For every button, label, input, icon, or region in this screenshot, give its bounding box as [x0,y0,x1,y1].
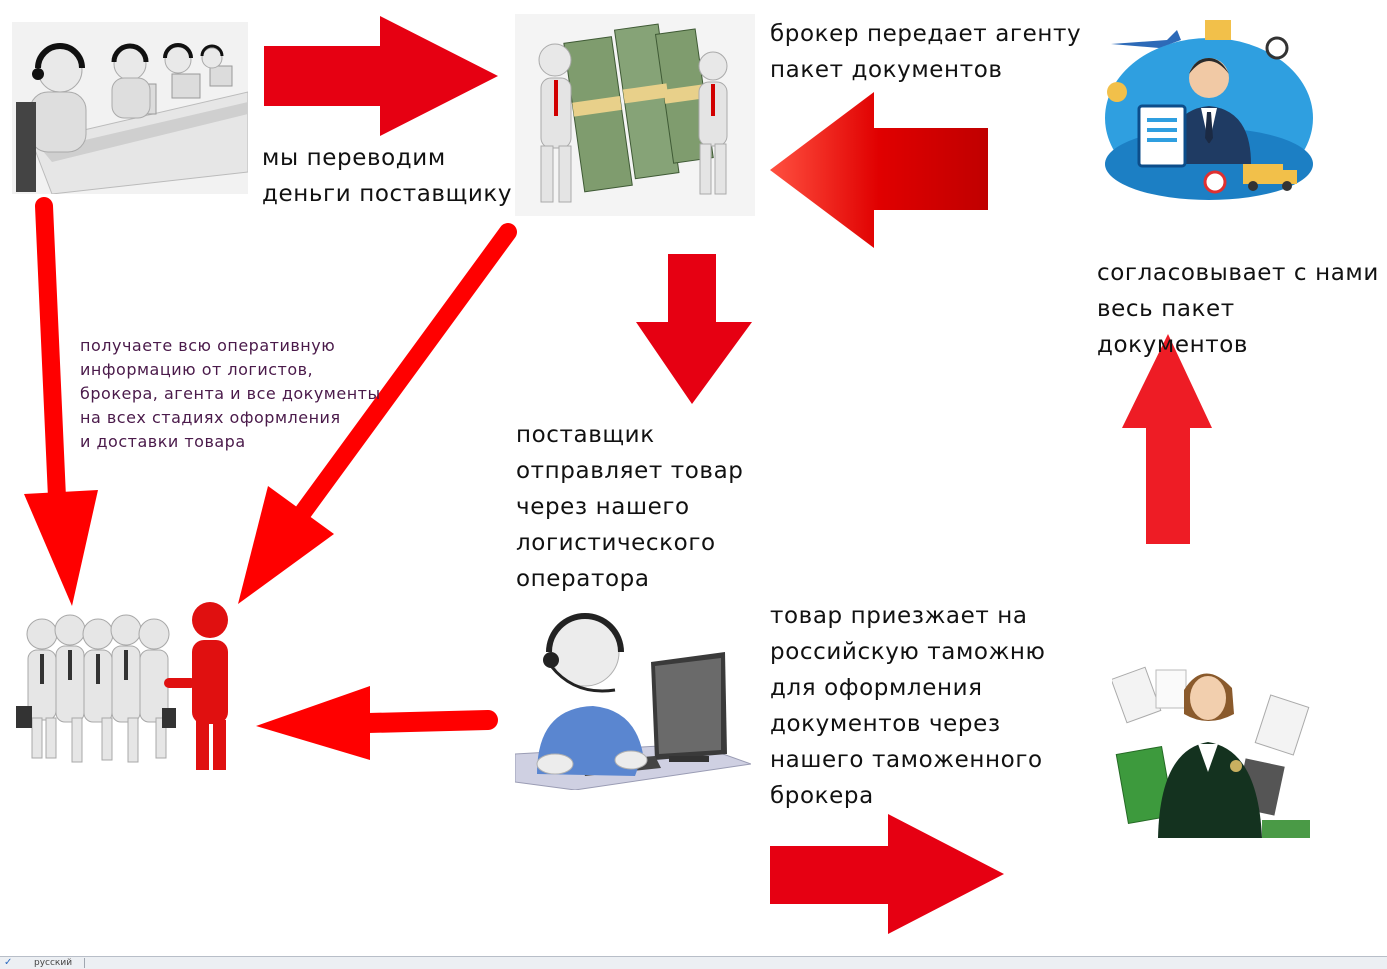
client-team-icon [12,598,252,774]
arrow-money-to-client [238,486,334,604]
arrow-supplier-ships [636,254,752,404]
arrow-broker-to-agent [770,92,988,248]
customs-officer-icon [1112,650,1310,838]
info-note: получаете всю оперативную информацию от … [80,336,381,451]
label-supplier-ships: поставщик отправляет товар через нашего … [516,422,744,592]
language-indicator[interactable]: русский [34,958,73,968]
spellcheck-icon[interactable]: ✓ [4,957,13,968]
status-separator [84,958,85,968]
arrow-to-supplier [264,16,498,136]
label-agrees-docs: согласовывает с нами весь пакет документ… [1097,260,1379,358]
label-customs: товар приезжает на российскую таможню дл… [770,603,1046,809]
status-bar: ✓ русский [0,956,1387,969]
arrow-agrees-docs [1122,334,1212,544]
arrow-operators-to-client [24,490,98,606]
label-pay-supplier: мы переводим деньги поставщику [262,145,513,207]
logistics-agent-icon [1097,14,1321,202]
arrow-to-customs [770,814,1004,934]
call-center-operators-icon [12,22,248,194]
money-handover-icon [515,14,755,216]
label-broker-passes: брокер передает агенту пакет документов [770,21,1082,83]
arrow-logistics-to-client [256,686,370,760]
logistics-operator-icon [515,604,751,790]
